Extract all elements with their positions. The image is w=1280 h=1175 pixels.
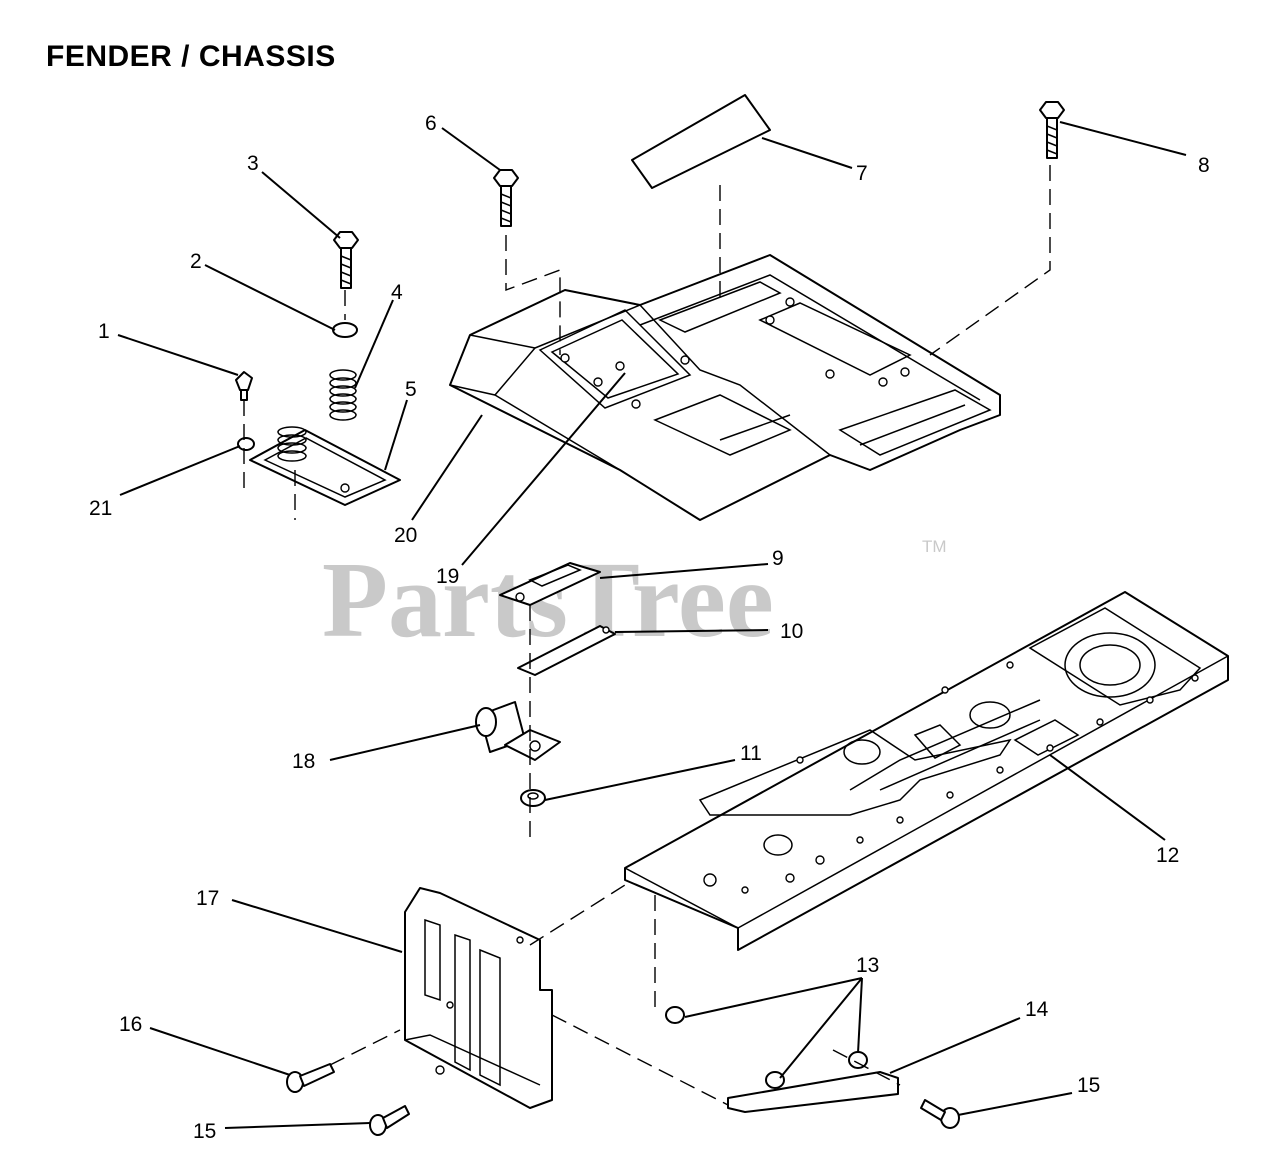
leader-lines [117, 121, 1187, 1129]
screw-part-3[interactable] [333, 231, 359, 289]
bracket-part-14[interactable] [727, 1071, 899, 1113]
callout-2: 2 [190, 250, 202, 273]
washer-part-21[interactable] [237, 437, 255, 451]
callout-19: 19 [436, 565, 459, 588]
watermark-text: PartsTree [322, 541, 774, 660]
chassis-part[interactable] [624, 591, 1229, 951]
decal-part[interactable] [631, 94, 771, 189]
callout-18: 18 [292, 750, 315, 773]
pin-part-1[interactable] [235, 371, 253, 401]
callout-21: 21 [89, 497, 112, 520]
callout-17: 17 [196, 887, 219, 910]
callout-6: 6 [425, 112, 437, 135]
bolt-part-16[interactable] [286, 1063, 335, 1093]
bolt-part-15-right[interactable] [920, 1099, 960, 1129]
bracket-part-10[interactable] [517, 625, 616, 676]
callout-4: 4 [391, 281, 403, 304]
side-panel-part[interactable] [404, 887, 553, 1109]
spacer-part-13-a[interactable] [665, 1006, 685, 1024]
screw-part-8[interactable] [1039, 101, 1065, 159]
bracket-part-9[interactable] [499, 562, 601, 606]
callout-16: 16 [119, 1013, 142, 1036]
nut-part-11[interactable] [520, 789, 546, 807]
plate-part-5[interactable] [249, 426, 401, 506]
washer-part-2[interactable] [332, 322, 358, 338]
callout-8: 8 [1198, 154, 1210, 177]
callout-15-right: 15 [1077, 1074, 1100, 1097]
callout-1: 1 [98, 320, 110, 343]
hinge-part-18[interactable] [475, 701, 561, 761]
assembly-lines [243, 165, 1051, 1106]
callout-13: 13 [856, 954, 879, 977]
callout-20: 20 [394, 524, 417, 547]
callout-10: 10 [780, 620, 803, 643]
callout-3: 3 [247, 152, 259, 175]
watermark-trademark: TM [922, 537, 947, 556]
bolt-part-15-left[interactable] [369, 1105, 410, 1136]
callout-11: 11 [740, 742, 762, 765]
screw-part-6[interactable] [493, 169, 519, 227]
callout-labels: 1 2 3 4 5 6 7 8 9 10 11 12 13 14 15 15 1… [89, 112, 1210, 1143]
spring-part-4[interactable] [329, 369, 357, 421]
callout-9: 9 [772, 547, 784, 570]
callout-12: 12 [1156, 844, 1179, 867]
callout-5: 5 [405, 378, 417, 401]
callout-15-left: 15 [193, 1120, 216, 1143]
page-title: FENDER / CHASSIS [46, 40, 336, 73]
spacer-part-13-b[interactable] [765, 1071, 785, 1089]
callout-7: 7 [856, 162, 868, 185]
fender-part[interactable] [449, 254, 1001, 521]
callout-14: 14 [1025, 998, 1049, 1021]
